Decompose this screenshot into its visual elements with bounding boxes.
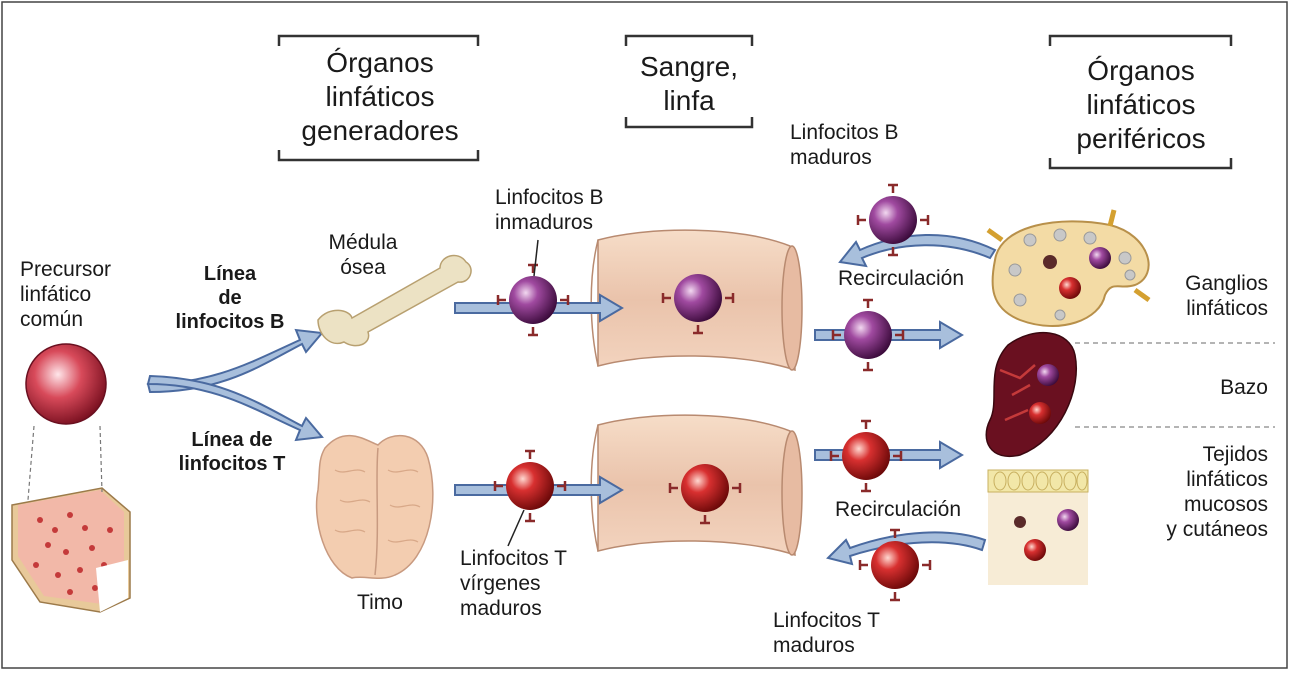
thymus-illustration [317,436,433,579]
spleen-illustration [986,333,1076,457]
pointer-naive-t [508,510,524,546]
header-blood-lymph: Sangre, linfa [620,50,758,118]
lineage-arrows [148,330,322,440]
mucosal-tissue-illustration [988,470,1088,585]
precursor-cell [26,344,106,424]
label-recirculation-b: Recirculación [824,266,978,291]
label-recirculation-t: Recirculación [818,497,978,522]
label-bone-marrow: Médula ósea [318,230,408,280]
lymph-node-illustration [988,210,1149,326]
cell-immature-b [498,265,568,335]
label-spleen: Bazo [1170,375,1268,400]
zoom-line-right [100,426,102,492]
label-precursor: Precursor linfático común [20,257,138,332]
label-thymus: Timo [345,590,415,615]
header-generator-organs: Órganos linfáticos generadores [282,46,478,148]
label-mature-t: Linfocitos T maduros [773,608,923,658]
label-immature-b: Linfocitos B inmaduros [495,185,635,235]
header-peripheral-organs: Órganos linfáticos periféricos [1048,54,1234,156]
label-mature-b: Linfocitos B maduros [790,120,940,170]
label-b-lineage: Línea de linfocitos B [160,262,300,334]
bone-wedge-illustration [12,488,130,612]
zoom-line-left [28,426,34,500]
label-lymph-nodes: Ganglios linfáticos [1140,271,1268,321]
pointer-immature-b [534,240,538,276]
label-mucosal-tissues: Tejidos linfáticos mucosos y cutáneos [1115,442,1268,542]
label-naive-t: Linfocitos T vírgenes maduros [460,546,590,621]
label-t-lineage: Línea de linfocitos T [164,428,300,476]
